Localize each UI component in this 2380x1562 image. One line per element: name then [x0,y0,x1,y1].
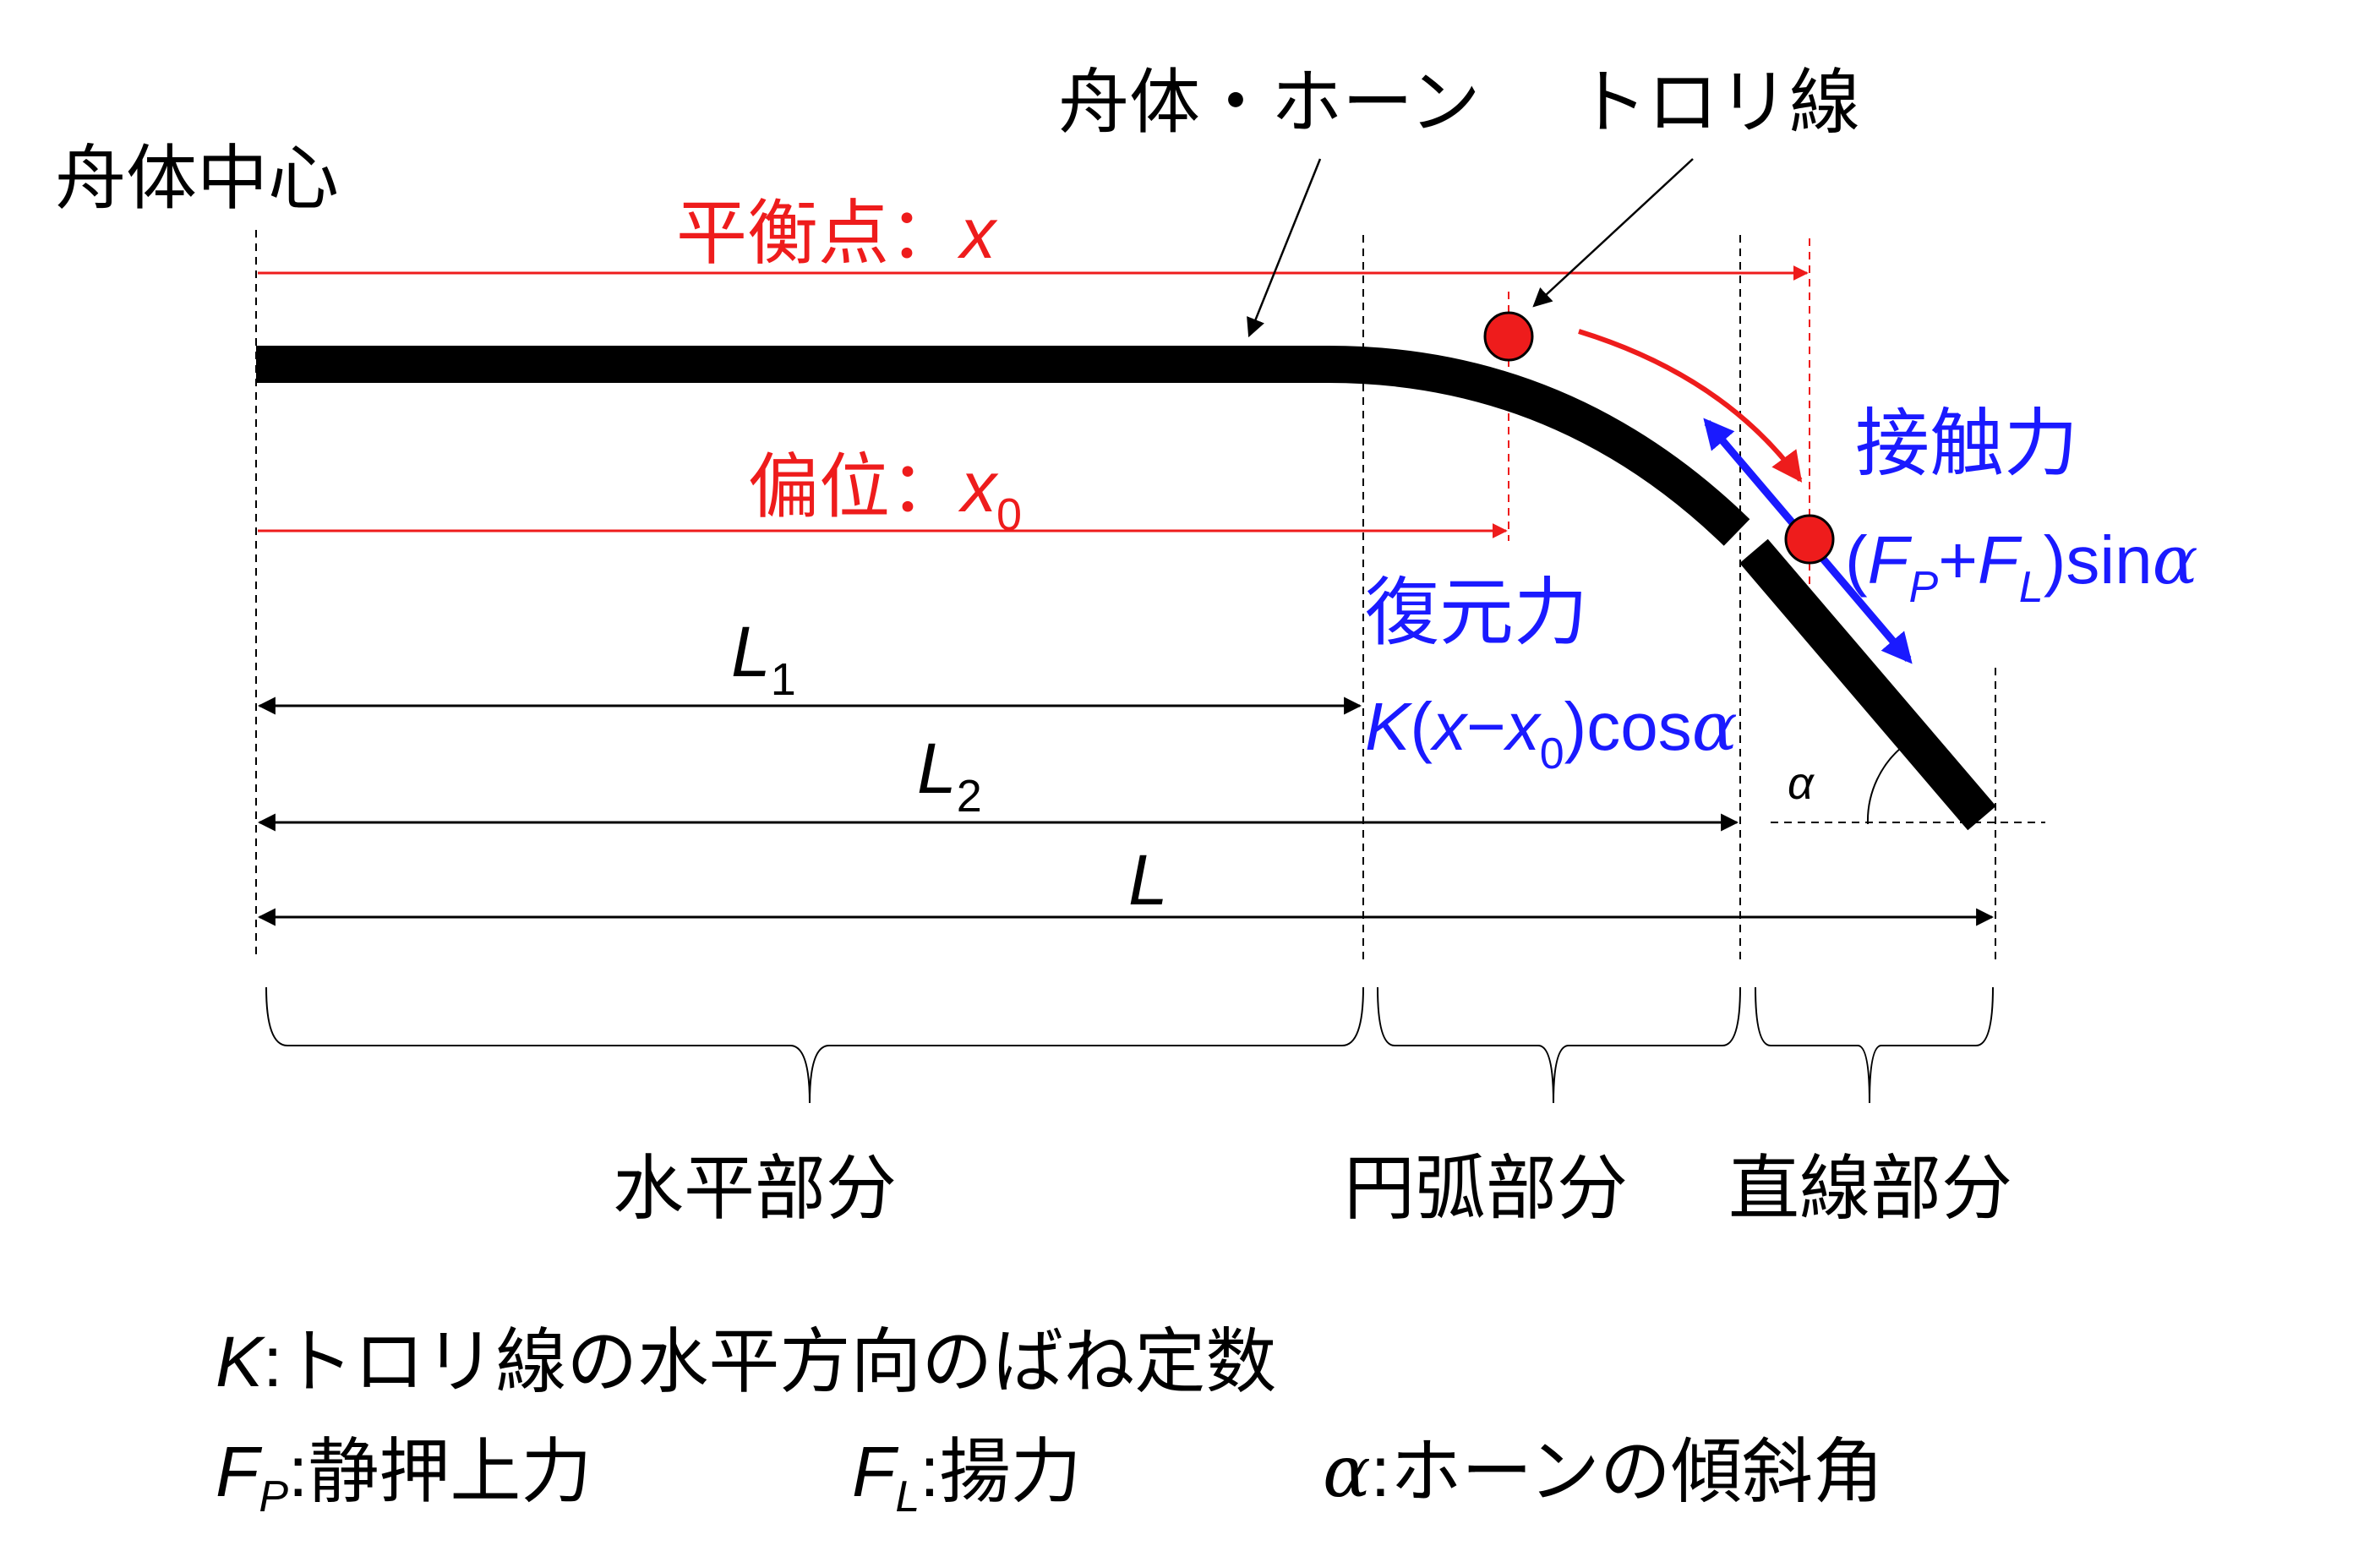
wire-position-x0 [1483,311,1534,362]
equilibrium-label: 平衡点：x [676,194,998,273]
L-label: L [1128,840,1168,920]
legend-k-symbol: K [216,1322,266,1401]
trolley-wire-label: トロリ線 [1576,63,1860,142]
contact-force-label: 接触力 [1855,401,2078,485]
displacement-sub: 0 [996,489,1022,540]
bracket-straight [1755,986,1994,1104]
legend-fp-sub: P [259,1472,288,1521]
legend-alpha: α:ホーンの傾斜角 [1323,1430,1884,1513]
bracket-horizontal [265,986,1364,1104]
rf-x0-sub: 0 [1540,729,1564,778]
legend-k-text: :トロリ線の水平方向のばね定数 [263,1322,1276,1401]
displacement-var: x [958,447,999,527]
legend-alpha-symbol: α [1323,1430,1371,1513]
displacement-label: 偏位：x0 [748,447,1022,540]
legend-k: K:トロリ線の水平方向のばね定数 [216,1322,1276,1401]
legend-fl-sub: L [895,1472,920,1521]
restoring-force-expr: K(x−x0)cosα [1365,687,1738,778]
L2-label: L2 [917,729,982,822]
legend-fp-text: :静押上力 [288,1432,592,1511]
section-horizontal-label: 水平部分 [613,1149,897,1228]
bracket-arc [1377,986,1741,1104]
section-arc-label: 円弧部分 [1344,1149,1628,1228]
legend-fp-symbol: F [216,1432,263,1511]
equilibrium-var: x [957,194,998,273]
equilibrium-text: 平衡点： [676,194,960,273]
rf-k: K [1365,689,1413,764]
cf-plus: + [1938,522,1978,598]
legend-fl-text: :揚力 [920,1432,1081,1511]
legend-fl-symbol: F [852,1432,899,1511]
L2-sub: 2 [957,771,982,822]
cf-fp-sub: P [1909,563,1939,612]
cf-fl: F [1978,522,2022,598]
legend-fl: FL:揚力 [852,1432,1082,1521]
alpha-angle-label: α [1788,758,1815,809]
L2-main: L [917,729,957,808]
L1-main: L [731,612,771,691]
rf-open: ( [1410,689,1433,764]
contact-force-expr: (FP+FL)sinα [1845,521,2198,612]
rf-alpha: α [1692,687,1738,766]
rf-x0: x [1503,689,1542,764]
section-brackets [265,986,1994,1104]
L1-sub: 1 [771,654,796,705]
cf-fp: F [1868,522,1913,598]
cf-fl-sub: L [2019,563,2044,612]
cf-close: )sin [2044,522,2153,598]
alpha-angle-arc [1866,743,1907,825]
cf-alpha: α [2153,521,2198,599]
L1-label: L1 [731,612,796,705]
displacement-text: 偏位： [748,447,961,527]
section-straight-label: 直線部分 [1728,1149,2012,1228]
guide-lines [255,230,2045,959]
hull-center-label: 舟体中心 [55,139,339,218]
rf-close: )cos [1564,689,1692,764]
hull-horn-pointer [1247,158,1322,338]
arc-section [1328,346,1750,546]
trolley-wire-pointer [1532,158,1694,308]
wire-position-x [1784,514,1835,565]
rf-minus: − [1466,689,1506,764]
legend-alpha-text: :ホーンの傾斜角 [1371,1432,1884,1511]
hull-horn-label: 舟体・ホーン [1058,63,1481,142]
legend-fp: FP:静押上力 [216,1432,592,1521]
rf-x: x [1429,689,1469,764]
cf-open: ( [1845,522,1868,598]
restoring-force-label: 復元力 [1365,571,1588,654]
